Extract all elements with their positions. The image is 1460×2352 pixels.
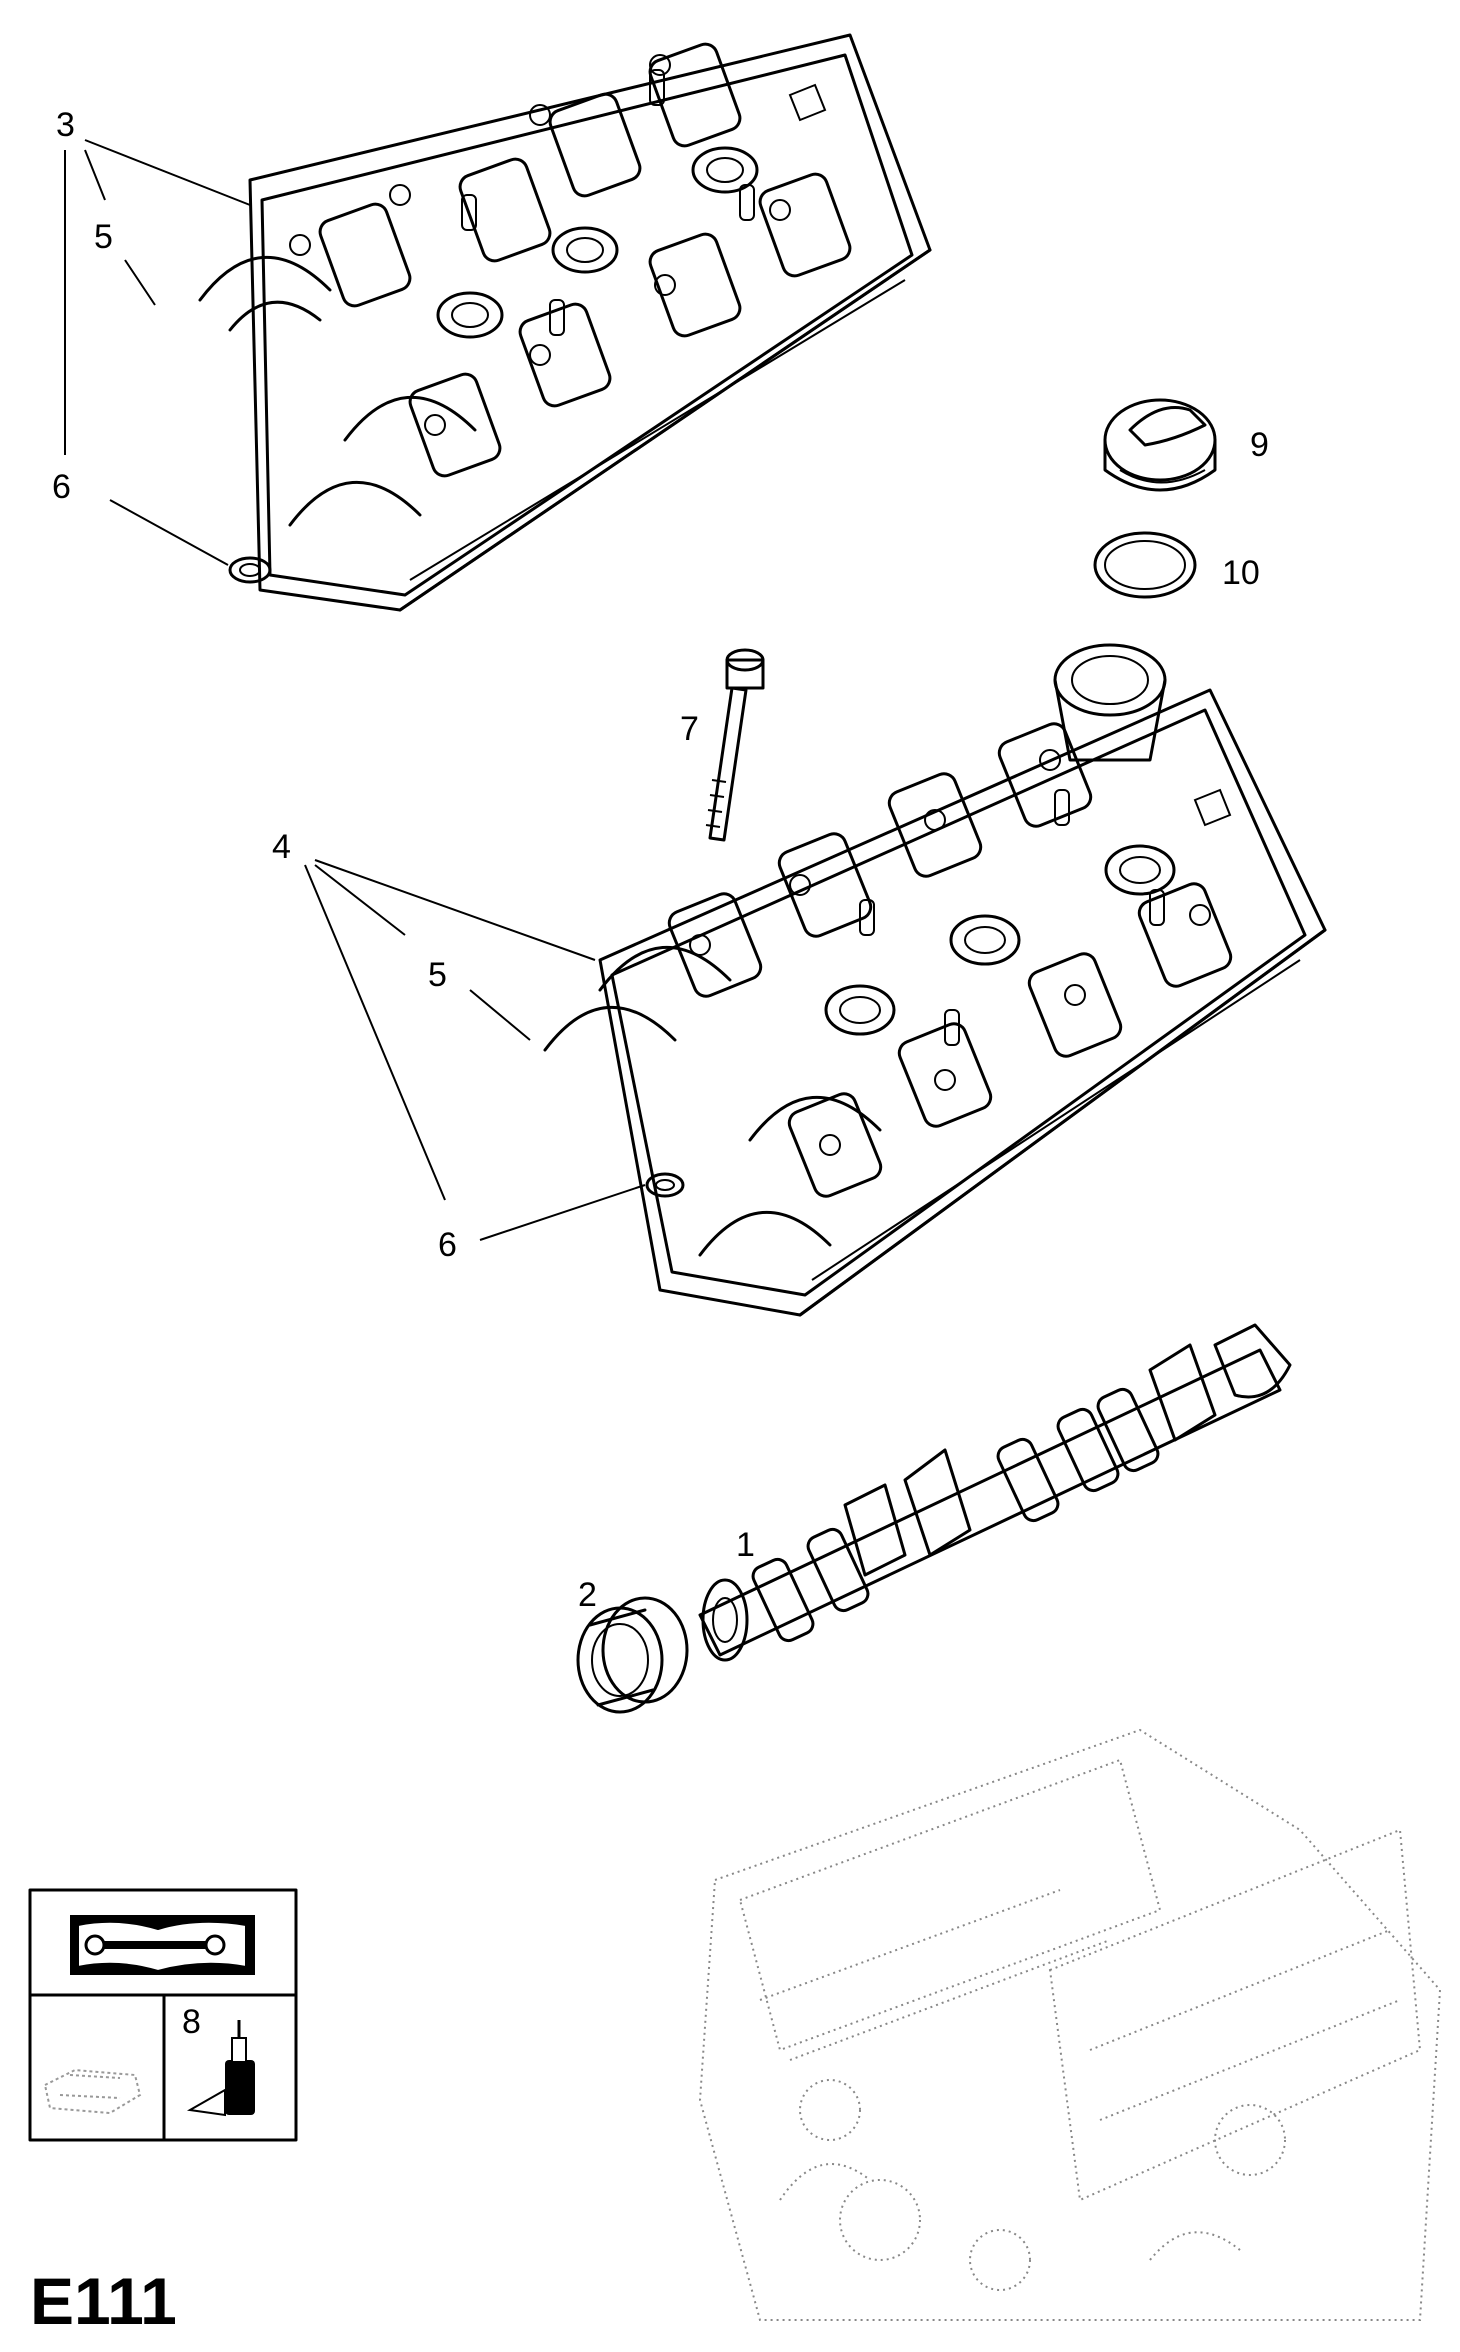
callout-8: 8 <box>182 2003 201 2041</box>
o-ring <box>1093 531 1197 599</box>
callout-4: 4 <box>272 828 291 866</box>
callout-1: 1 <box>736 1526 755 1564</box>
callout-3: 3 <box>56 106 75 144</box>
oil-filler-cap <box>1103 398 1217 492</box>
callout-2: 2 <box>578 1576 597 1614</box>
page-code: E111 <box>30 2264 177 2338</box>
callout-6-top: 6 <box>52 468 71 506</box>
camshaft <box>698 1323 1292 1662</box>
washer-upper <box>228 556 272 584</box>
sealant-tube-icon <box>186 2020 255 2117</box>
shaft-seal <box>576 1596 689 1714</box>
washer-lower <box>645 1172 685 1198</box>
engine-block-ghost-icon <box>698 1728 1442 2321</box>
callout-5-top: 5 <box>94 218 113 256</box>
callout-7: 7 <box>680 710 699 748</box>
legend-box <box>28 1888 298 2142</box>
camshaft-cover-upper <box>198 33 932 612</box>
callout-5-mid: 5 <box>428 956 447 994</box>
callout-10: 10 <box>1222 554 1260 592</box>
bolt <box>705 648 765 842</box>
leader-lines <box>64 139 646 1241</box>
workshop-manual-icon <box>70 1915 255 1975</box>
callout-6-mid: 6 <box>438 1226 457 1264</box>
engine-outline-icon <box>43 2068 142 2115</box>
callout-9: 9 <box>1250 426 1269 464</box>
camshaft-cover-lower <box>543 643 1327 1317</box>
